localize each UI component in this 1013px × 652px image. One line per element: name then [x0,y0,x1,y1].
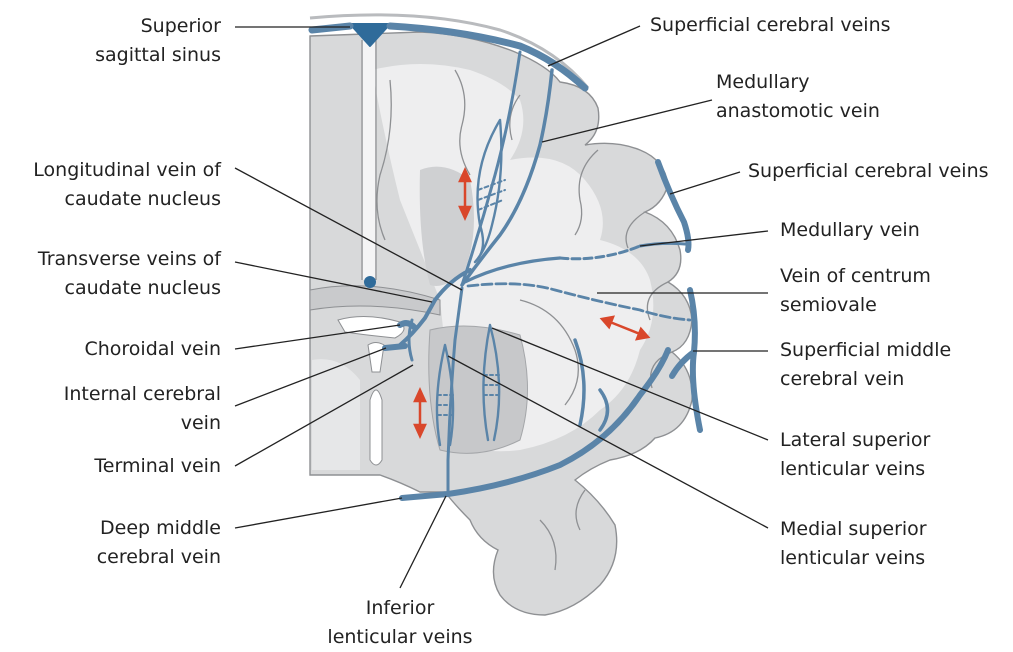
label-line: semiovale [780,291,931,320]
basal-region [312,359,360,470]
label-line: Internal cerebral [64,380,221,409]
internal-cerebral-vein-path [385,346,405,348]
label-line: Medullary vein [780,216,920,245]
label-line: caudate nucleus [38,274,221,303]
label-line: anastomotic vein [716,97,880,126]
label-internal-cerebral-vein: Internal cerebral vein [64,380,221,438]
label-vein-of-centrum-semiovale: Vein of centrum semiovale [780,262,931,320]
sinus-dot [364,276,376,288]
label-line: lenticular veins [780,544,927,573]
leader-inferior-lenticular [400,496,446,588]
label-superficial-cerebral-veins-right: Superficial cerebral veins [748,157,989,186]
leader-superficial-top [548,26,640,66]
label-line: lenticular veins [780,455,930,484]
label-longitudinal-vein: Longitudinal vein of caudate nucleus [33,156,221,214]
label-line: Superficial cerebral veins [748,157,989,186]
label-superficial-cerebral-veins-top: Superficial cerebral veins [650,11,891,40]
label-line: cerebral vein [97,543,221,572]
label-inferior-lenticular-veins: Inferior lenticular veins [290,594,510,652]
lentiform-nucleus [429,326,528,453]
label-line: sagittal sinus [95,41,221,70]
label-medullary-vein: Medullary vein [780,216,920,245]
label-line: cerebral vein [780,365,951,394]
label-line: Transverse veins of [38,245,221,274]
label-choroidal-vein: Choroidal vein [84,335,221,364]
label-superior-sagittal-sinus: Superior sagittal sinus [95,12,221,70]
brain-section [310,15,692,615]
label-line: caudate nucleus [33,185,221,214]
label-medullary-anastomotic-vein: Medullary anastomotic vein [716,68,880,126]
label-transverse-veins: Transverse veins of caudate nucleus [38,245,221,303]
label-lateral-superior-lenticular-veins: Lateral superior lenticular veins [780,426,930,484]
label-deep-middle-cerebral-vein: Deep middle cerebral vein [97,514,221,572]
leader-superficial-right [670,172,740,194]
label-line: Superior [95,12,221,41]
label-line: Lateral superior [780,426,930,455]
label-line: Medullary [716,68,880,97]
falx [363,40,375,280]
midline-slit [370,390,382,465]
label-line: Superficial cerebral veins [650,11,891,40]
label-line: Deep middle [97,514,221,543]
leader-deep-middle [235,498,402,528]
label-superficial-middle-cerebral-vein: Superficial middle cerebral vein [780,336,951,394]
label-line: vein [64,409,221,438]
label-line: Inferior [290,594,510,623]
label-medial-superior-lenticular-veins: Medial superior lenticular veins [780,515,927,573]
label-line: Terminal vein [94,452,221,481]
label-line: Medial superior [780,515,927,544]
label-terminal-vein: Terminal vein [94,452,221,481]
label-line: Longitudinal vein of [33,156,221,185]
label-line: Vein of centrum [780,262,931,291]
label-line: Choroidal vein [84,335,221,364]
label-line: lenticular veins [290,623,510,652]
label-line: Superficial middle [780,336,951,365]
